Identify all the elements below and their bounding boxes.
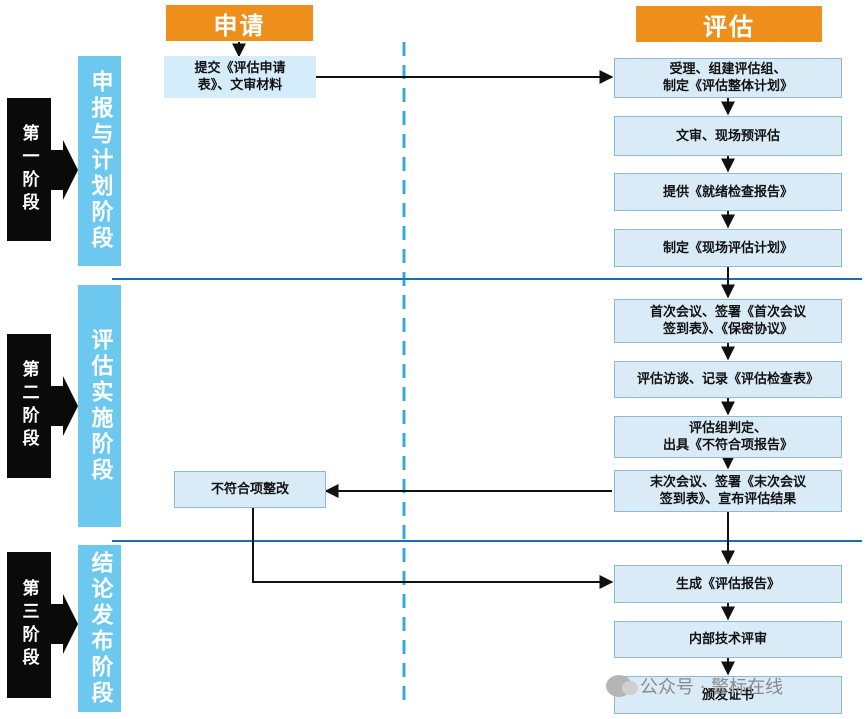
wechat-icon	[606, 675, 638, 697]
phase-3-bar: 结论发布阶段	[78, 545, 121, 712]
stage-3-label: 第三阶段	[7, 552, 51, 698]
phase-2-bar: 评估实施阶段	[78, 285, 121, 527]
stage-1-label: 第一阶段	[7, 98, 51, 241]
eval-step-opening-meeting: 首次会议、签署《首次会议 签到表》、《保密协议》	[614, 299, 842, 343]
stage-2-arrow-icon	[51, 376, 78, 436]
watermark: 公众号 · 警标在线	[606, 672, 783, 700]
phase-1-bar: 申报与计划阶段	[78, 56, 121, 266]
stage-2-label: 第二阶段	[7, 334, 51, 478]
submit-application-box: 提交《评估申请 表》、文审材料	[164, 56, 316, 98]
eval-step-judgement: 评估组判定、 出具《不符合项报告》	[614, 416, 842, 458]
eval-step-technical-review: 内部技术评审	[614, 621, 842, 658]
watermark-text: 公众号 · 警标在线	[640, 677, 784, 698]
eval-step-generate-report: 生成《评估报告》	[614, 565, 842, 603]
stage-3-arrow-icon	[51, 594, 78, 654]
eval-step-readiness-report: 提供《就绪检查报告》	[614, 173, 842, 211]
apply-header: 申请	[166, 5, 313, 41]
evaluate-header: 评估	[636, 6, 822, 42]
arrow-rectify-to-report	[252, 508, 614, 589]
eval-step-onsite-plan: 制定《现场评估计划》	[614, 229, 842, 267]
eval-step-closing-meeting: 末次会议、签署《末次会议 签到表》、宣布评估结果	[614, 470, 842, 512]
rectification-box: 不符合项整改	[174, 471, 326, 508]
eval-step-issue-certificate: 颁发证书	[614, 676, 842, 714]
eval-step-interview: 评估访谈、记录《评估检查表》	[614, 361, 842, 398]
eval-step-accept: 受理、组建评估组、 制定《评估整体计划》	[614, 58, 842, 98]
eval-step-pre-assessment: 文审、现场预评估	[614, 116, 842, 156]
stage-1-arrow-icon	[51, 140, 78, 200]
